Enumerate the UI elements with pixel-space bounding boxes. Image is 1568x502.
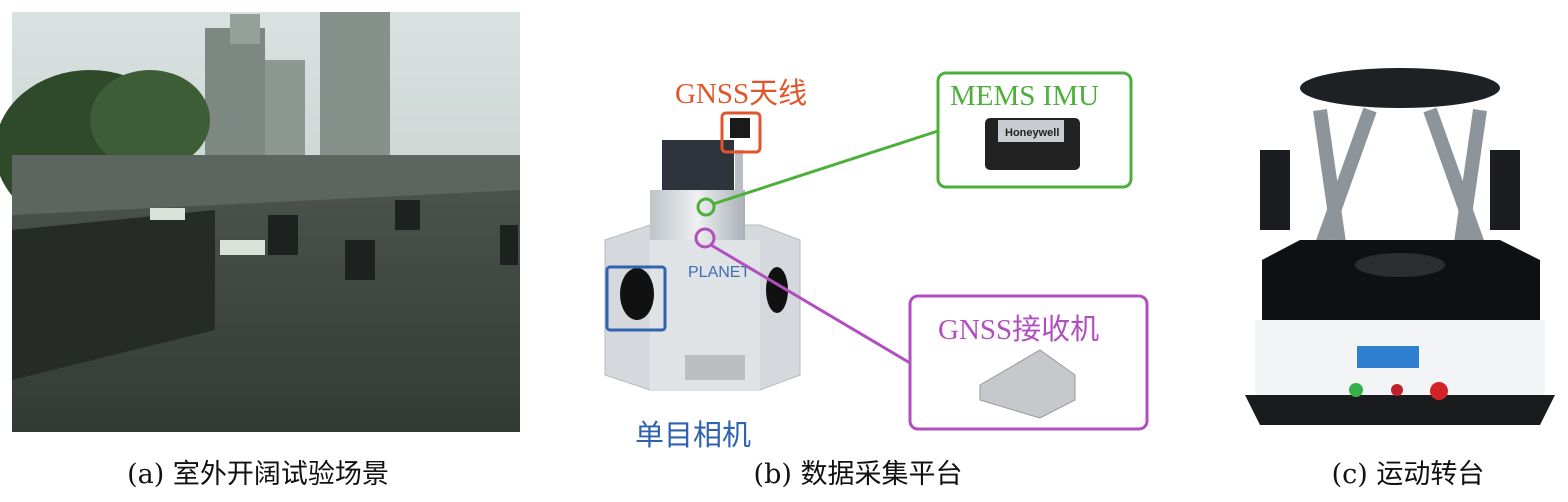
antenna-highlight-box xyxy=(720,111,762,154)
label-gnss-antenna: GNSS天线 xyxy=(675,78,808,110)
platform-brand-text: PLANET xyxy=(688,264,750,281)
imu-brand-text: Honeywell xyxy=(1005,127,1059,139)
caption-a: (a) 室外开阔试验场景 xyxy=(127,459,389,490)
label-mono-camera: 单目相机 xyxy=(635,420,752,452)
caption-b: (b) 数据采集平台 xyxy=(753,459,963,490)
caption-c: (c) 运动转台 xyxy=(1331,459,1485,490)
label-gnss-receiver: GNSS接收机 xyxy=(938,314,1100,346)
camera-highlight-box xyxy=(605,265,667,332)
label-mems-imu: MEMS IMU xyxy=(950,80,1100,112)
